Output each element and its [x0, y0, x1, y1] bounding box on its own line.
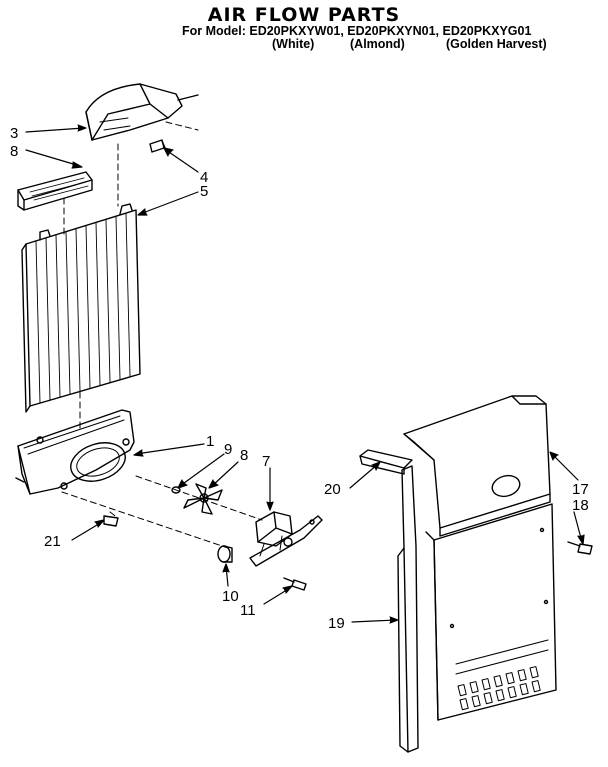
color-white: (White) [272, 37, 315, 51]
screw-part-11 [283, 577, 307, 591]
seal-strip-part [359, 449, 413, 475]
fan-motor-part [249, 511, 323, 567]
callout-10: 10 [222, 588, 239, 605]
callout-20: 20 [324, 481, 341, 498]
fan-shroud-part [15, 409, 135, 495]
screw-part-4 [149, 139, 167, 153]
callout-1: 1 [206, 433, 214, 450]
callout-21: 21 [44, 533, 61, 550]
callout-5: 5 [200, 183, 208, 200]
air-duct-cover-part [403, 395, 557, 721]
callout-6: 8 [10, 143, 18, 160]
callout-7: 7 [262, 453, 270, 470]
callout-4: 4 [200, 169, 208, 186]
model-line: For Model: ED20PKXYW01, ED20PKXYN01, ED2… [182, 24, 532, 38]
assembly-guide-lines [61, 121, 263, 549]
louver-part [17, 171, 93, 211]
duct-cover-part [85, 83, 199, 141]
callout-17: 17 [572, 481, 589, 498]
screw-part-18 [567, 541, 593, 555]
vertical-strip-part [397, 465, 419, 753]
screw-part-21 [103, 515, 119, 527]
clip-part-9 [171, 486, 181, 494]
callout-9: 9 [224, 441, 232, 458]
color-almond: (Almond) [350, 37, 405, 51]
callout-8: 8 [240, 447, 248, 464]
callout-18: 18 [572, 497, 589, 514]
fan-blade-part [183, 483, 223, 515]
leader-arrows [25, 124, 585, 624]
callout-11: 11 [240, 602, 256, 619]
callout-19: 19 [328, 615, 345, 632]
diagram-title: AIR FLOW PARTS [207, 4, 401, 26]
grommet-part-10 [217, 545, 233, 563]
callout-3: 3 [10, 125, 18, 142]
color-golden-harvest: (Golden Harvest) [446, 37, 547, 51]
callout-numbers: 3 8 4 5 1 9 8 7 10 11 21 20 19 17 18 [10, 125, 589, 632]
evaporator-cover-part [21, 203, 141, 413]
